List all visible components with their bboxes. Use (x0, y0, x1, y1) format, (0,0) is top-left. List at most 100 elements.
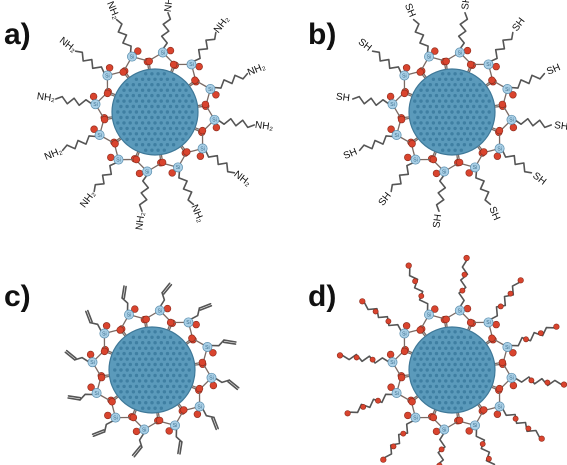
panel-b-label: b) (308, 18, 336, 51)
vinyl-group (159, 291, 166, 308)
pore-dot (459, 373, 463, 378)
vinyl-double-bond (87, 309, 93, 323)
pore-dot (475, 390, 479, 394)
silicon-atom (90, 99, 101, 110)
silicon-atom (439, 166, 450, 177)
pore-dot (456, 143, 460, 147)
pore-dot (447, 148, 451, 152)
pore-dot (465, 137, 470, 141)
pore-dot (144, 148, 148, 152)
silicon-label: Si (394, 133, 398, 139)
silicon-atom (94, 130, 105, 140)
silicon-atom (506, 372, 517, 383)
pore-dot (425, 110, 429, 114)
pore-dot (441, 104, 445, 109)
pore-dot (181, 83, 185, 87)
oxygen-atom (404, 411, 412, 420)
pore-dot (172, 362, 176, 367)
pore-dot (171, 77, 176, 82)
pore-dot (122, 384, 126, 389)
pore-dot (434, 395, 439, 399)
pore-dot (484, 115, 488, 120)
oxygen-atom (455, 416, 464, 425)
pore-dot (134, 373, 139, 378)
pore-dot (147, 143, 151, 147)
pore-dot (134, 121, 139, 125)
peg-terminal-oxygen (517, 277, 524, 284)
pore-dot (128, 395, 132, 399)
pore-dot (119, 93, 123, 98)
pore-dot (441, 83, 445, 87)
oxygen-atom (165, 427, 173, 435)
pore-dot (437, 77, 442, 82)
pore-dot (153, 406, 157, 410)
oxygen-atom (195, 62, 203, 71)
pore-dot (468, 121, 473, 125)
amine-group-label: NH₂ (188, 203, 205, 224)
pore-dot (159, 77, 163, 82)
pore-dot (159, 121, 163, 125)
panel-c-label: c) (4, 280, 31, 313)
surface-arm: Si (405, 262, 450, 337)
pore-dot (156, 93, 160, 98)
oxygen-atom (107, 153, 115, 162)
pore-dot (153, 132, 157, 136)
pore-dot (413, 99, 417, 103)
pore-dot (153, 88, 157, 92)
pore-dot (434, 83, 439, 87)
pore-dot (178, 110, 182, 114)
pore-dot (453, 83, 457, 87)
pore-dot (168, 126, 173, 131)
pore-dot (168, 401, 173, 405)
vinyl-double-bond (177, 440, 181, 455)
pore-dot (434, 93, 439, 98)
pore-dot (456, 335, 460, 339)
peg-oxygen-atom (525, 425, 532, 432)
pore-dot (162, 346, 167, 350)
pore-dot (156, 390, 160, 394)
pore-dot (119, 126, 123, 131)
pore-dot (422, 115, 426, 120)
silicon-atom (410, 154, 421, 165)
silicon-atom (410, 412, 421, 423)
vinyl-double-bond (161, 282, 171, 294)
pore-dot (487, 357, 491, 361)
silicon-label: Si (509, 376, 513, 382)
pore-dot (481, 379, 485, 383)
oxygen-atom (509, 91, 517, 99)
oxygen-atom (455, 158, 464, 167)
alkyl-chain (371, 50, 402, 74)
pore-dot (181, 357, 185, 361)
pore-dot (472, 115, 476, 120)
pore-dot (425, 88, 429, 92)
pore-dot (437, 110, 442, 114)
pore-dot (140, 77, 145, 82)
pore-dot (175, 390, 179, 394)
pore-dot (459, 137, 463, 141)
pore-dot (437, 357, 442, 361)
pore-dot (450, 335, 454, 339)
pore-dot (468, 77, 473, 82)
peg-chain (514, 376, 562, 387)
pore-dot (128, 132, 132, 136)
pore-dot (450, 379, 454, 383)
pore-dot (168, 83, 173, 87)
pore-dot (125, 126, 129, 131)
pore-dot (475, 368, 479, 372)
pore-dot (178, 341, 182, 345)
pore-dot (472, 341, 476, 345)
pore-dot (168, 335, 173, 339)
amine-group-label: NH₂ (134, 211, 147, 231)
surface-arm: Si (166, 302, 213, 345)
pore-dot (184, 132, 188, 136)
pore-dot (419, 357, 423, 361)
vinyl-double-bond (85, 310, 91, 324)
pore-dot (140, 99, 145, 103)
vinyl-double-bond (121, 285, 125, 299)
vinyl-double-bond (123, 285, 127, 300)
oxygen-atom (442, 57, 450, 65)
oxygen-atom (429, 413, 438, 422)
pore-dot (462, 77, 467, 82)
